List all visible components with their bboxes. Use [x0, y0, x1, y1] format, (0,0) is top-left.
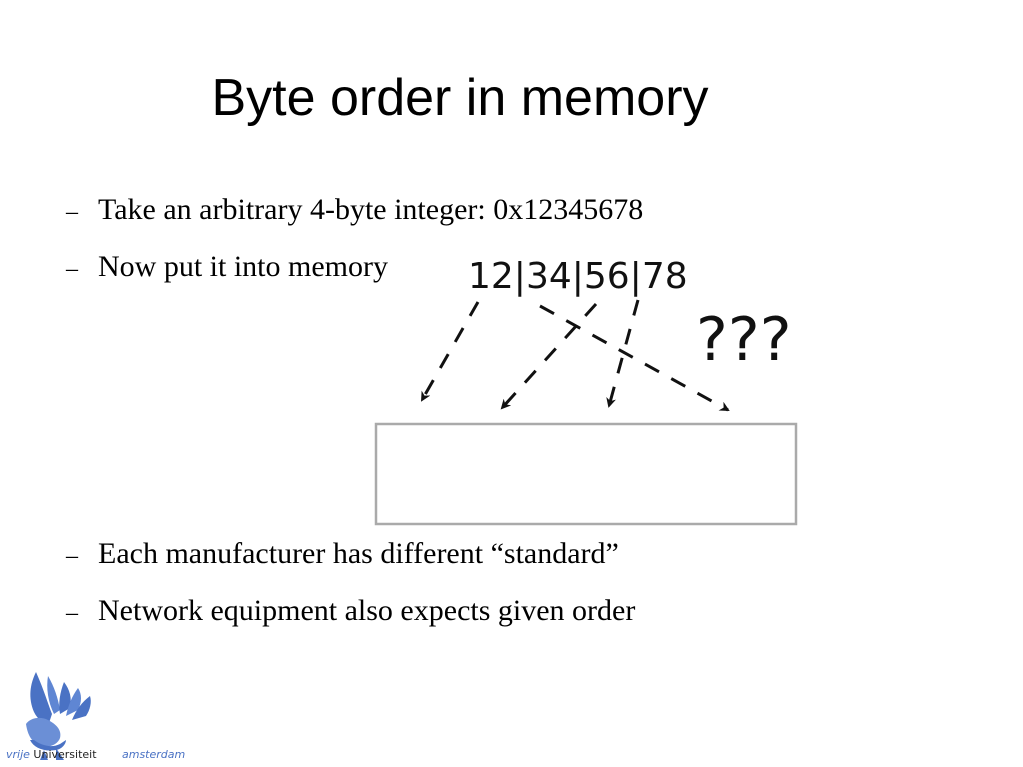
arrow-byte-34: [539, 304, 730, 412]
byte-order-diagram: 12|34|56|78 ???: [374, 256, 798, 526]
bullet-item: –Each manufacturer has different “standa…: [66, 534, 619, 576]
bullet-item: –Now put it into memory: [66, 247, 388, 289]
bullet-item: –Take an arbitrary 4-byte integer: 0x123…: [66, 190, 643, 232]
logo-word-vrije: vrije: [6, 748, 30, 761]
logo-city: amsterdam: [122, 748, 186, 761]
bullet-marker: –: [66, 600, 78, 626]
university-logo: [26, 672, 91, 760]
bullet-text: Each manufacturer has different “standar…: [98, 537, 619, 570]
memory-box: [374, 422, 798, 526]
arrow-byte-56: [500, 302, 598, 410]
arrow-byte-78: [606, 299, 640, 408]
dashed-arrows: [420, 299, 730, 412]
bullet-text: Now put it into memory: [98, 250, 388, 283]
bullet-item: –Network equipment also expects given or…: [66, 591, 635, 633]
slide-title: Byte order in memory: [211, 69, 709, 127]
griffin-emblem-icon: [26, 672, 91, 760]
bullet-marker: –: [66, 199, 78, 225]
arrow-byte-12: [420, 301, 480, 402]
bullet-text: Network equipment also expects given ord…: [98, 594, 636, 627]
bullet-text: Take an arbitrary 4-byte integer: 0x1234…: [98, 193, 644, 226]
question-marks: ???: [696, 305, 792, 375]
bullet-marker: –: [66, 256, 78, 282]
bullet-marker: –: [66, 543, 78, 569]
logo-wordmark: vrije Universiteit: [6, 748, 97, 761]
bytes-label: 12|34|56|78: [468, 256, 688, 297]
logo-word-universiteit: Universiteit: [33, 748, 97, 761]
